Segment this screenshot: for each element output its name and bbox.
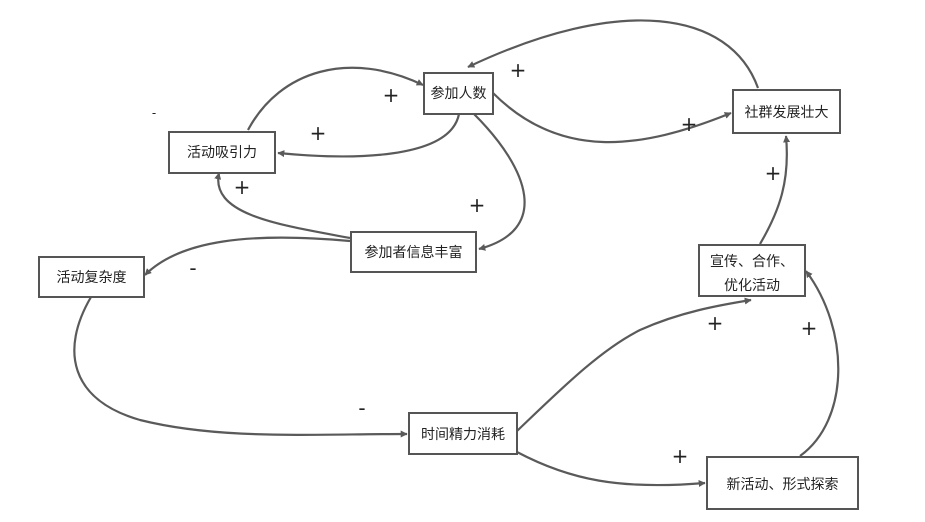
- sign-time-promotion: +: [707, 311, 724, 335]
- node-info-rich: 参加者信息丰富: [350, 231, 477, 273]
- edge-time-to-new-activity: [516, 451, 706, 488]
- edge-promotion-to-growth: [759, 135, 791, 245]
- node-promotion-label-line2: 优化活动: [724, 278, 780, 294]
- node-info-rich-label: 参加者信息丰富: [365, 244, 463, 261]
- sign-attractiveness-participants: +: [383, 83, 400, 107]
- sign-participants-growth: +: [681, 112, 698, 136]
- stray-sign: -: [152, 106, 156, 120]
- node-participants-label: 参加人数: [431, 85, 487, 102]
- sign-participants-info: +: [469, 193, 486, 217]
- node-time-energy: 时间精力消耗: [408, 412, 518, 455]
- node-attractiveness: 活动吸引力: [168, 131, 276, 174]
- node-community-growth-label: 社群发展壮大: [745, 105, 829, 121]
- sign-new-activity-promotion: +: [801, 316, 818, 340]
- polarity-signs: + + + + + + - + - + + + -: [152, 58, 818, 468]
- edge-participants-to-attractiveness: [277, 113, 461, 158]
- edge-info-to-complexity: [144, 236, 351, 276]
- edges: [73, 19, 840, 488]
- sign-time-new-activity: +: [672, 444, 689, 468]
- node-complexity: 活动复杂度: [38, 256, 145, 298]
- sign-info-complexity: -: [189, 256, 196, 280]
- node-new-activity: 新活动、形式探索: [706, 456, 859, 510]
- edge-participants-to-growth: [492, 92, 732, 144]
- node-attractiveness-label: 活动吸引力: [187, 145, 257, 161]
- edge-complexity-to-time: [73, 296, 408, 438]
- node-community-growth: 社群发展壮大: [732, 89, 841, 134]
- edge-new-activity-to-promotion: [799, 270, 840, 457]
- sign-growth-participants: +: [510, 58, 527, 82]
- edge-attractiveness-to-participants: [247, 66, 424, 131]
- edge-participants-to-info: [473, 113, 526, 251]
- node-new-activity-label: 新活动、形式探索: [727, 476, 839, 493]
- edge-growth-to-participants: [467, 19, 760, 89]
- node-time-energy-label: 时间精力消耗: [421, 427, 505, 443]
- sign-promotion-growth: +: [765, 161, 782, 185]
- node-promotion: 宣传、合作、 优化活动: [698, 244, 806, 297]
- sign-participants-attractiveness: +: [310, 121, 327, 145]
- node-participants: 参加人数: [423, 72, 494, 115]
- node-complexity-label: 活动复杂度: [57, 269, 127, 286]
- node-promotion-label-line1: 宣传、合作、: [710, 254, 794, 270]
- edge-info-to-attractiveness: [214, 172, 351, 240]
- sign-complexity-time: -: [358, 396, 365, 420]
- edge-time-to-promotion: [516, 297, 752, 432]
- sign-info-attractiveness: +: [234, 175, 251, 199]
